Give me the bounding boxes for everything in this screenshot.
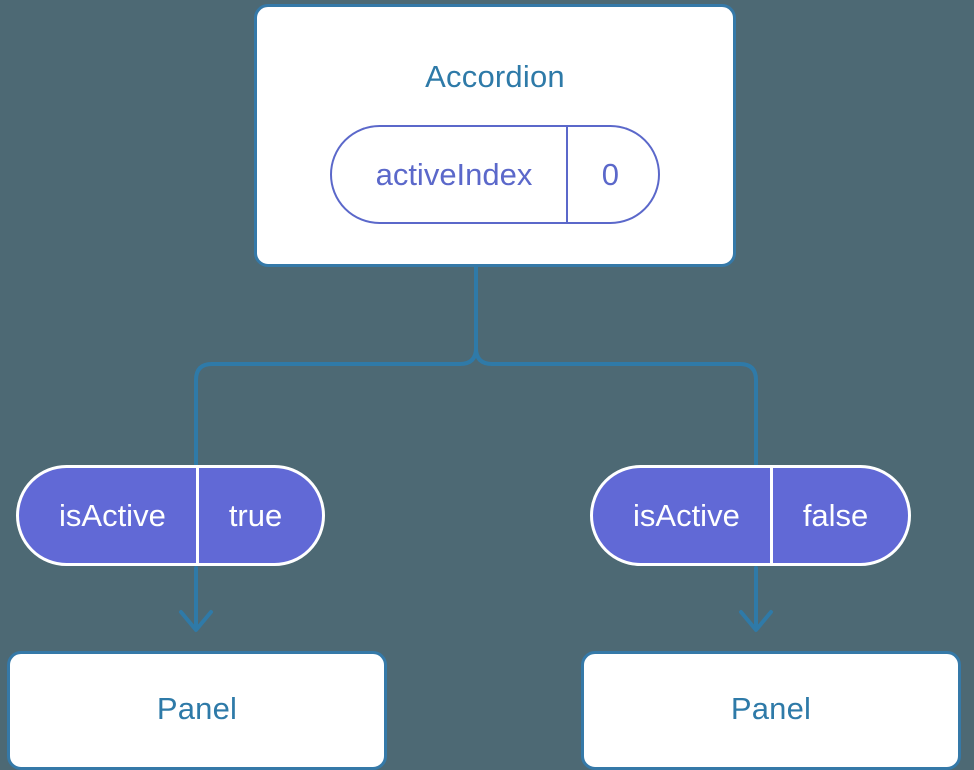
panel-component-card-right[interactable]: Panel bbox=[581, 651, 961, 770]
panel-title: Panel bbox=[730, 690, 812, 726]
prop-key-label: isActive bbox=[59, 497, 166, 533]
arrow-right-icon bbox=[739, 566, 773, 632]
tree-branch-path bbox=[194, 264, 758, 472]
accordion-component-card[interactable]: Accordion activeIndex 0 bbox=[254, 4, 736, 267]
state-key-label: activeIndex bbox=[375, 156, 533, 192]
prop-value-label: true bbox=[195, 468, 322, 563]
state-badge-active-index[interactable]: activeIndex 0 bbox=[329, 125, 661, 224]
prop-value-label: false bbox=[769, 468, 908, 563]
panel-component-card-left[interactable]: Panel bbox=[7, 651, 387, 770]
panel-title: Panel bbox=[156, 690, 238, 726]
arrow-left-icon bbox=[179, 566, 213, 632]
prop-badge-is-active-false[interactable]: isActive false bbox=[590, 465, 912, 566]
prop-badge-is-active-true[interactable]: isActive true bbox=[16, 465, 326, 566]
accordion-title: Accordion bbox=[425, 59, 565, 94]
prop-key-label: isActive bbox=[633, 497, 740, 533]
state-value-label: 0 bbox=[566, 127, 658, 222]
